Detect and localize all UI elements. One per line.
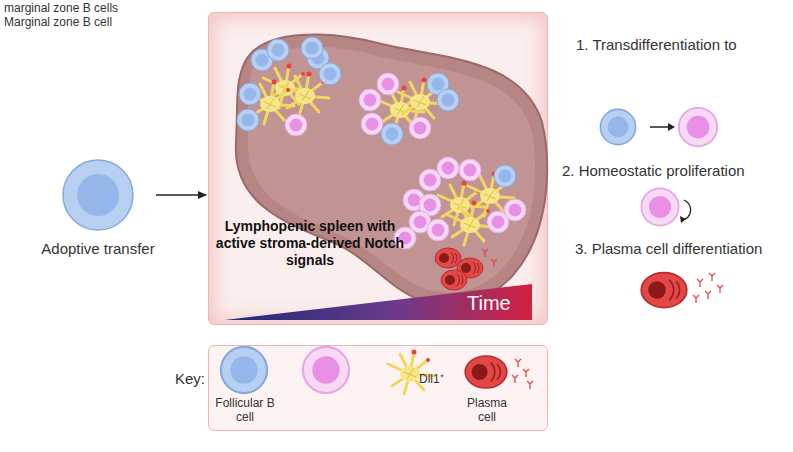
cell-node: Adoptive transfer <box>36 150 160 262</box>
cell-node: Follicular B cell <box>213 396 277 430</box>
cell-node: Dll1⁺ <box>419 372 459 390</box>
follicular-cell-icon <box>36 150 160 234</box>
cell-type-label: marginal zone B cells <box>4 1 118 15</box>
step-label: 2. Homeostatic proliferation <box>562 162 745 180</box>
node-label: Lymphopenic spleen with active stroma-de… <box>215 218 405 268</box>
node-label: Dll1⁺ <box>419 372 459 386</box>
transfer-arrow <box>156 194 206 196</box>
step-label: 1. Transdifferentiation to <box>576 36 737 54</box>
node-label: Plasma cell <box>457 396 517 425</box>
node-label: Key: <box>165 370 205 388</box>
step-label: 3. Plasma cell differentiation <box>575 240 762 258</box>
cell-type-label: Marginal zone B cell <box>4 15 112 29</box>
cell-node: Plasma cell <box>457 396 517 430</box>
node-label: Follicular B cell <box>213 396 277 425</box>
node-label: Adoptive transfer <box>36 240 160 258</box>
node-sublabel: Time <box>467 291 527 315</box>
